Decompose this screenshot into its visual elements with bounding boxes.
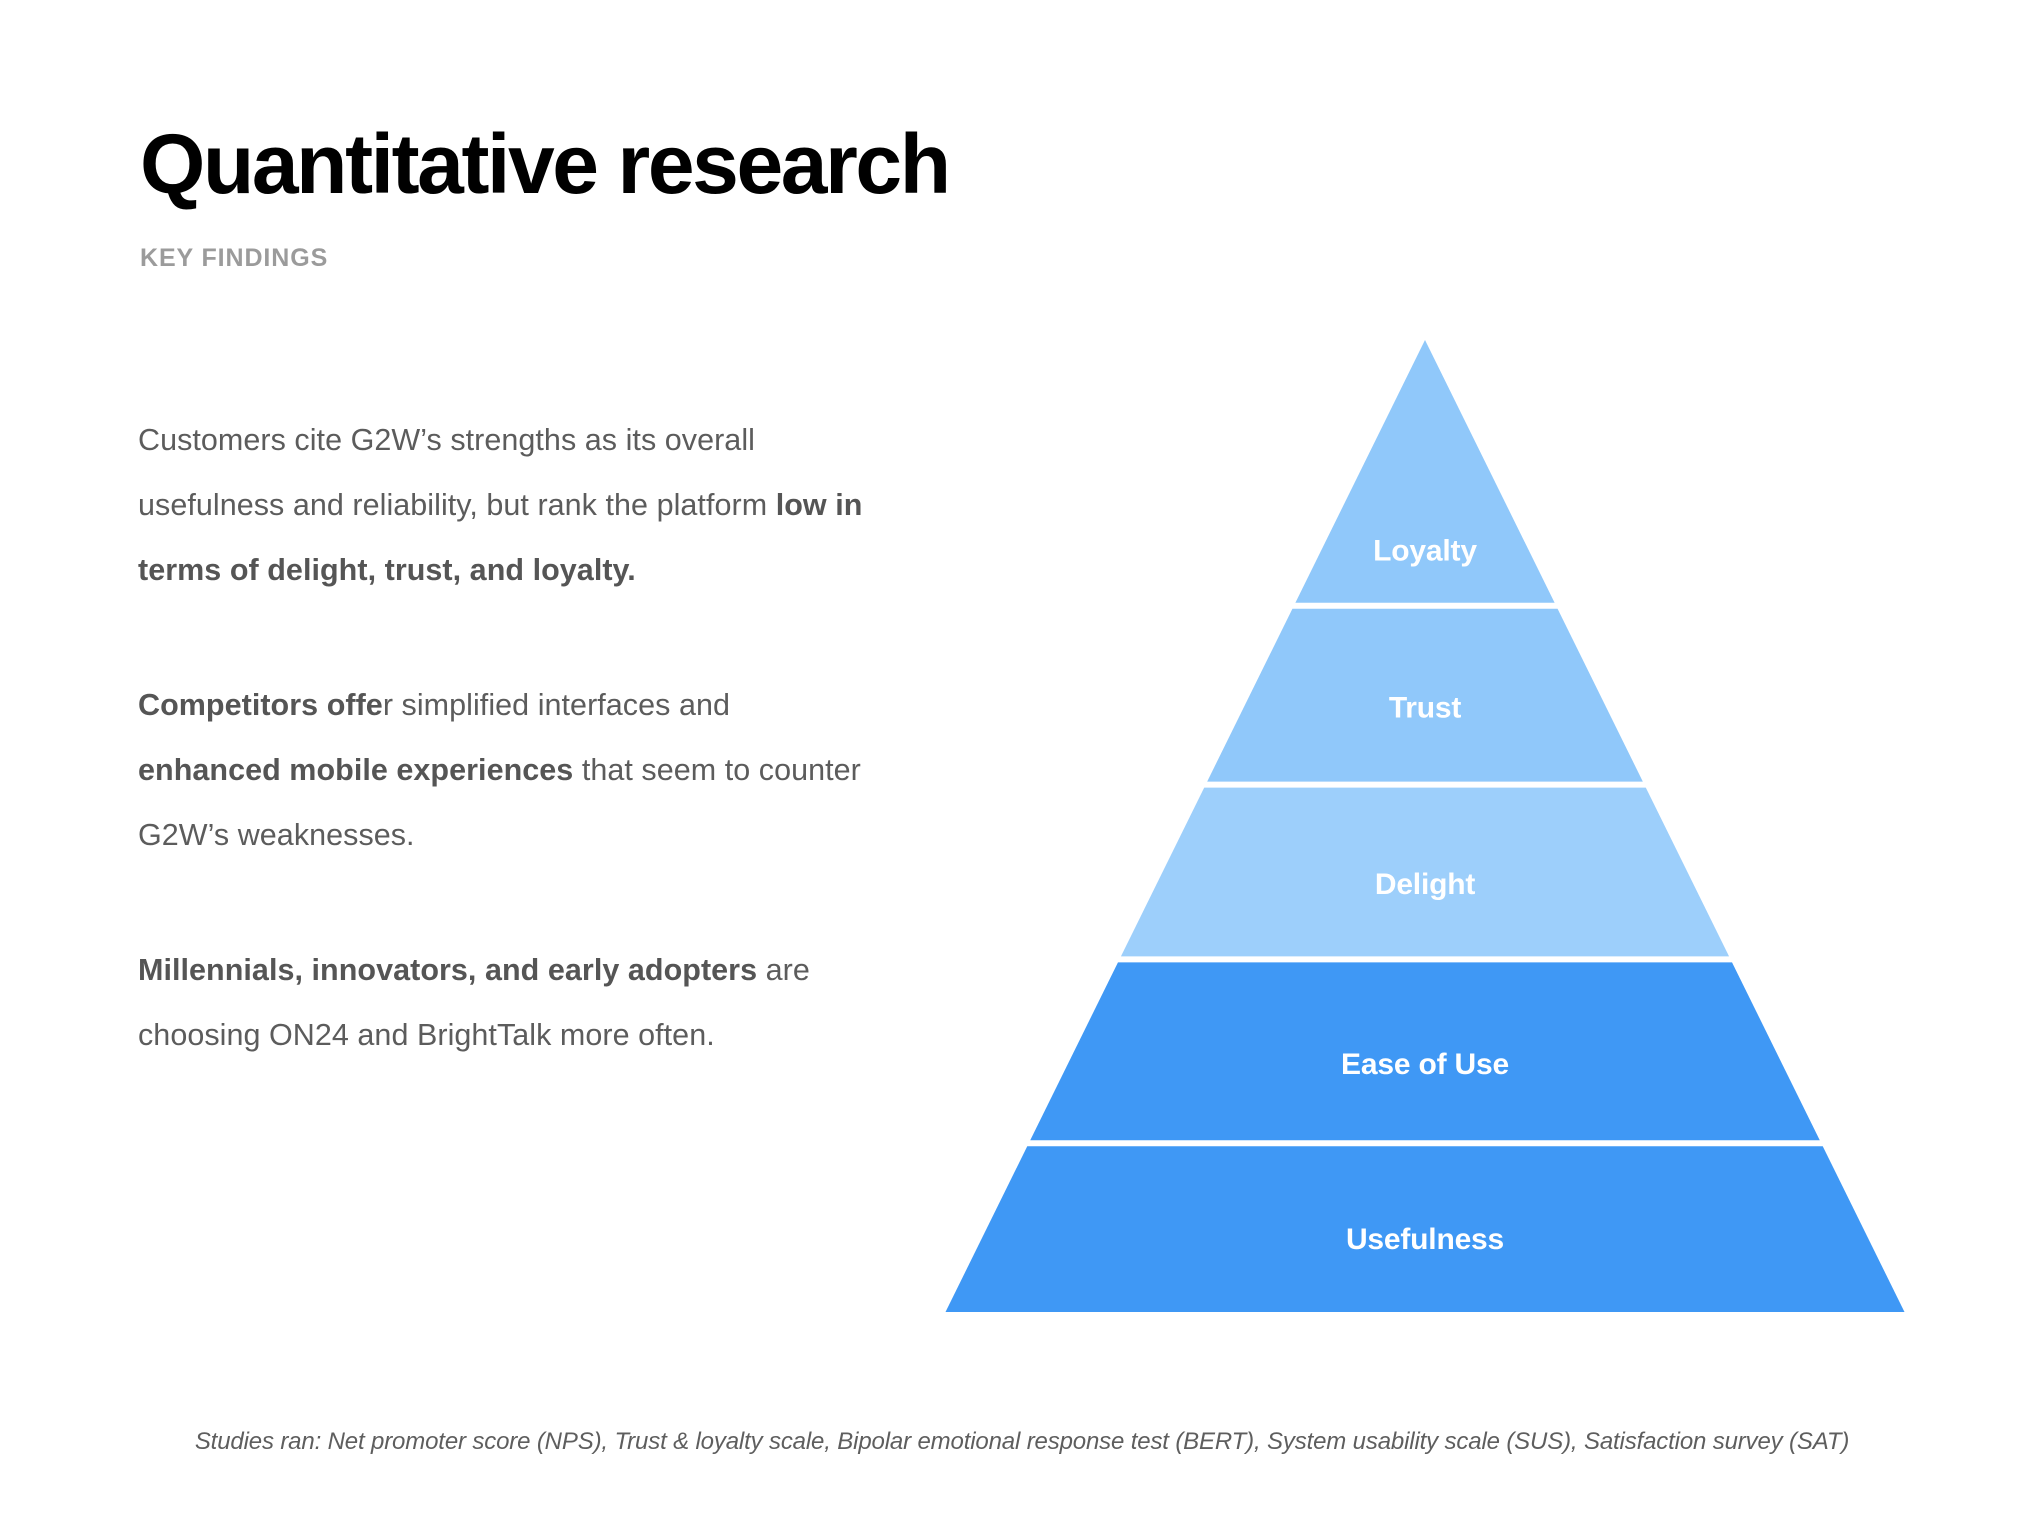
pyramid-band-label: Loyalty (1373, 535, 1477, 568)
emphasis-run: enhanced mobile experiences (138, 753, 574, 787)
text-run: that seem to counter G2W’s weaknesses. (138, 753, 861, 852)
page-title: Quantitative research (140, 117, 951, 211)
emphasis-run: Competitors offe (138, 688, 383, 722)
finding-paragraph: Competitors offer simplified interfaces … (138, 673, 868, 868)
text-run: Customers cite G2W’s strengths as its ov… (138, 423, 776, 522)
finding-paragraph: Millennials, innovators, and early adopt… (138, 938, 868, 1068)
pyramid-band[interactable] (1207, 608, 1643, 782)
finding-paragraph: Customers cite G2W’s strengths as its ov… (138, 408, 868, 603)
emphasis-run: Millennials, innovators, and early adopt… (138, 953, 758, 987)
slide-header: Quantitative research KEY FINDINGS (140, 117, 1440, 273)
text-run: r simplified interfaces and (382, 688, 730, 722)
pyramid-band-label: Usefulness (1346, 1223, 1504, 1256)
key-findings-list: Customers cite G2W’s strengths as its ov… (138, 408, 868, 1068)
pyramid-band-label: Delight (1375, 868, 1475, 901)
pyramid-band[interactable] (1295, 340, 1555, 603)
pyramid-band[interactable] (945, 1146, 1905, 1312)
pyramid-band-label: Ease of Use (1341, 1048, 1509, 1081)
pyramid-bands (945, 340, 1905, 1312)
page-subtitle: KEY FINDINGS (140, 243, 329, 272)
pyramid-band-label: Trust (1389, 691, 1462, 724)
pyramid-band[interactable] (1030, 962, 1820, 1141)
text-run: are choosing ON24 and BrightTalk more of… (138, 953, 810, 1052)
emphasis-run: low in terms of delight, trust, and loya… (138, 488, 863, 587)
studies-footnote: Studies ran: Net promoter score (NPS), T… (194, 1428, 1850, 1455)
pyramid-band[interactable] (1120, 787, 1730, 957)
